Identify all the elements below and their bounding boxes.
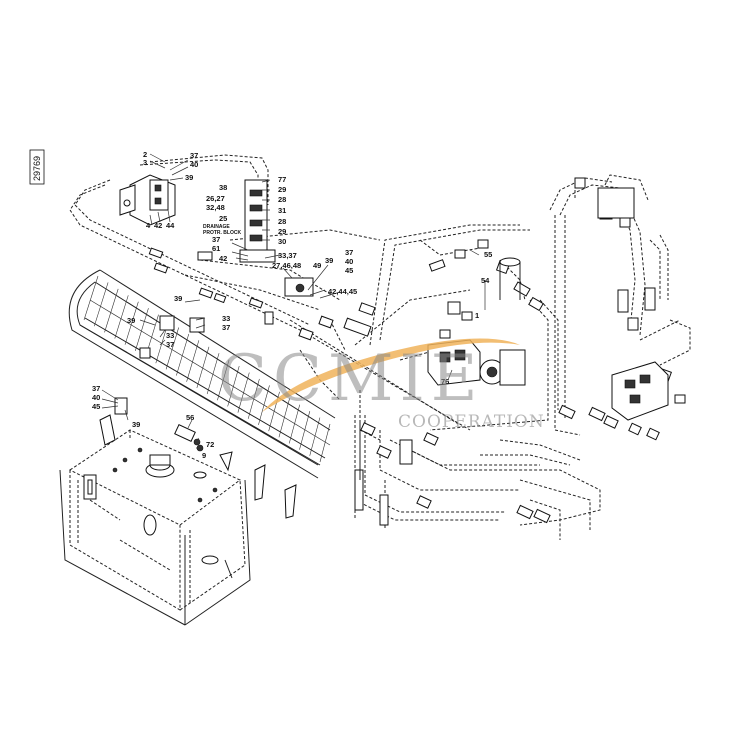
callout-b8: 25	[219, 214, 227, 223]
callout-b4: 28	[278, 195, 286, 204]
callouts: 2 3 37 40 39 4 42 44 38 77 29 28 26,27 3…	[92, 150, 492, 460]
callout-f5: 33	[166, 331, 174, 340]
manifold-block	[197, 179, 314, 297]
callout-a8: 44	[166, 221, 175, 230]
callout-g6: 72	[206, 440, 214, 449]
chain-link	[217, 359, 230, 401]
callout-e4: 76	[441, 377, 449, 386]
valve-bracket-top-left	[119, 174, 176, 226]
callout-a4: 40	[190, 160, 198, 169]
callout-d2: 61	[212, 244, 220, 253]
callout-c2: PROTR. BLOCK	[203, 230, 241, 236]
callout-d9: 40	[345, 257, 353, 266]
chain-link	[186, 340, 200, 382]
callout-a5: 39	[185, 173, 193, 182]
callout-e3: 1	[475, 311, 479, 320]
cable-drag-chain	[68, 269, 336, 479]
callout-d6: 49	[313, 261, 321, 270]
callout-d7: 39	[325, 256, 333, 265]
callout-d1: 37	[212, 235, 220, 244]
callout-d11: 42,44,45	[328, 287, 357, 296]
watermark-swoosh	[262, 338, 520, 412]
chain-link	[165, 327, 179, 370]
callout-a1: 2	[143, 150, 147, 159]
control-valve-block	[597, 187, 669, 421]
callout-d3: 42	[219, 254, 227, 263]
chain-link	[309, 417, 321, 456]
chain-link	[135, 308, 149, 351]
callout-g5: 56	[186, 413, 194, 422]
chain-link	[114, 295, 129, 339]
callout-g2: 40	[92, 393, 100, 402]
callout-b7: 31	[278, 206, 286, 215]
callout-b1: 38	[219, 183, 227, 192]
chain-link	[247, 378, 260, 419]
watermark-subtitle: COOPERATION	[398, 412, 545, 432]
callout-b6: 32,48	[206, 203, 225, 212]
callout-g4: 39	[132, 420, 140, 429]
chain-link	[319, 423, 331, 463]
chain-link	[206, 353, 220, 395]
callout-e2: 54	[481, 276, 490, 285]
callout-c1: DRAINAGE	[203, 224, 230, 230]
callout-f1: 39	[174, 294, 182, 303]
callout-a2: 3	[143, 158, 147, 167]
chain-link	[124, 301, 139, 345]
callout-b2: 77	[278, 175, 286, 184]
pump-assembly	[427, 339, 526, 386]
callout-f4: 39	[127, 316, 135, 325]
callout-f2: 33	[222, 314, 230, 323]
callout-f6: 37	[166, 340, 174, 349]
callout-d5: 27,46,48	[272, 261, 301, 270]
callout-a7: 42	[154, 221, 162, 230]
callout-b9: 28	[278, 217, 286, 226]
chain-link	[93, 282, 109, 327]
hydraulic-tank	[59, 429, 251, 626]
callout-d10: 45	[345, 266, 353, 275]
chain-link	[83, 275, 99, 321]
chain-link	[237, 372, 250, 413]
callout-b3: 29	[278, 185, 286, 194]
chain-link	[104, 288, 119, 333]
chain-brackets	[99, 414, 297, 519]
chain-link	[176, 333, 190, 376]
chain-link	[299, 411, 311, 450]
chain-link	[288, 404, 301, 444]
callout-a3: 37	[190, 151, 198, 160]
callout-b10: 29	[278, 227, 286, 236]
watermark: CCMIE COOPERATION	[218, 338, 545, 432]
callout-b5: 26,27	[206, 194, 225, 203]
chain-link	[227, 366, 240, 407]
callout-b11: 30	[278, 237, 286, 246]
chain-link	[278, 398, 290, 438]
chain-link	[196, 346, 210, 388]
callout-d8: 37	[345, 248, 353, 257]
drawing-id-box: 29769	[29, 149, 45, 185]
callout-d4: 33,37	[278, 251, 297, 260]
leader-lines	[101, 153, 486, 449]
callout-e1: 55	[484, 250, 492, 259]
callout-g1: 37	[92, 384, 100, 393]
chain-link	[258, 385, 270, 426]
drawing-id: 29769	[32, 156, 42, 181]
callout-g7: 9	[202, 451, 206, 460]
callout-g3: 45	[92, 402, 100, 411]
guide-columns	[359, 257, 521, 480]
watermark-letters: CCMIE	[218, 342, 483, 416]
callout-f3: 37	[222, 323, 230, 332]
cylinder-56	[174, 424, 204, 452]
callout-a6: 4	[146, 221, 151, 230]
